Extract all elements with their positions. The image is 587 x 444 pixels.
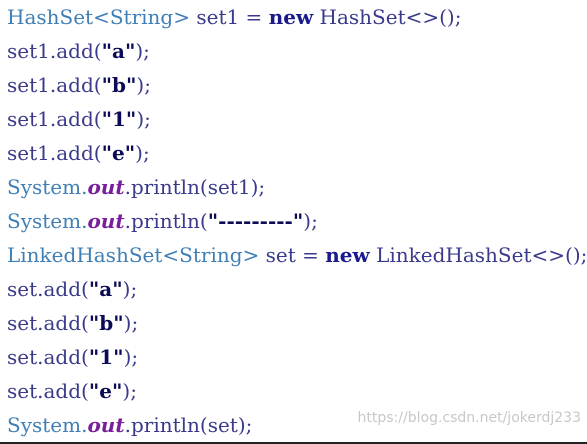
- code-token: set1.add(: [7, 107, 102, 131]
- code-token: "1": [88, 345, 124, 369]
- code-token: set1 =: [189, 5, 269, 29]
- code-token: set.add(: [7, 311, 89, 335]
- code-token: );: [135, 141, 150, 165]
- code-token: LinkedHashSet<>();: [369, 243, 587, 267]
- code-token: "b": [101, 73, 137, 97]
- code-token: );: [122, 379, 137, 403]
- code-token: set1.add(: [7, 39, 102, 63]
- code-token: );: [303, 209, 318, 233]
- code-token: set.add(: [7, 379, 89, 403]
- code-token: );: [122, 277, 138, 301]
- code-token: out: [87, 175, 125, 199]
- code-token: System.: [7, 413, 88, 437]
- code-line: set1.add("e");: [7, 136, 587, 170]
- code-token: System.: [7, 209, 88, 233]
- code-token: "e": [88, 379, 123, 403]
- code-token: );: [136, 107, 151, 131]
- bottom-divider: [0, 442, 587, 444]
- code-token: .println(: [124, 209, 208, 233]
- code-token: "e": [101, 141, 136, 165]
- code-token: LinkedHashSet<String>: [7, 243, 260, 267]
- code-token: "---------": [207, 209, 304, 233]
- code-line: System.out.println(set1);: [7, 170, 587, 204]
- code-token: set.add(: [7, 277, 89, 301]
- code-token: "b": [88, 311, 124, 335]
- code-token: set =: [259, 243, 326, 267]
- code-token: );: [136, 73, 151, 97]
- code-token: out: [87, 209, 125, 233]
- code-token: set1.add(: [7, 141, 102, 165]
- code-token: out: [87, 413, 125, 437]
- code-token: );: [123, 311, 139, 335]
- code-token: );: [135, 39, 150, 63]
- code-token: "a": [88, 277, 123, 301]
- code-token: );: [123, 345, 139, 369]
- code-line: set.add("b");: [7, 306, 587, 340]
- code-line: set.add("a");: [7, 272, 587, 306]
- code-token: new: [268, 5, 314, 29]
- code-token: .println(set);: [124, 413, 253, 437]
- code-line: set.add("1");: [7, 340, 587, 374]
- code-line: System.out.println(set);: [7, 408, 587, 442]
- code-line: set1.add("b");: [7, 68, 587, 102]
- code-line: HashSet<String> set1 = new HashSet<>();: [7, 0, 587, 34]
- code-line: set1.add("a");: [7, 34, 587, 68]
- code-line: set1.add("1");: [7, 102, 587, 136]
- code-token: "a": [101, 39, 136, 63]
- code-token: System.: [7, 175, 88, 199]
- code-block: HashSet<String> set1 = new HashSet<>();s…: [7, 0, 587, 442]
- code-token: HashSet<>();: [313, 5, 462, 29]
- code-token: set.add(: [7, 345, 89, 369]
- code-line: LinkedHashSet<String> set = new LinkedHa…: [7, 238, 587, 272]
- code-token: .println(set1);: [124, 175, 266, 199]
- code-token: HashSet<String>: [7, 5, 190, 29]
- code-token: "1": [101, 107, 137, 131]
- code-line: System.out.println("---------");: [7, 204, 587, 238]
- code-line: set.add("e");: [7, 374, 587, 408]
- code-token: new: [325, 243, 370, 267]
- code-token: set1.add(: [7, 73, 102, 97]
- watermark-text: https://blog.csdn.net/jokerdj233: [357, 410, 581, 426]
